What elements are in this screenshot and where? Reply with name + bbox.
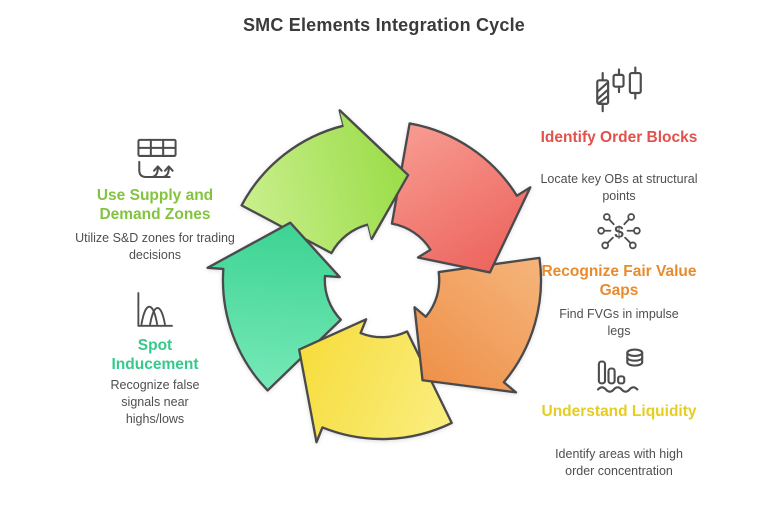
recognize-fair-value-gaps-description: Find FVGs in impulse legs bbox=[559, 307, 679, 338]
understand-liquidity-heading: Understand Liquidity bbox=[541, 403, 697, 420]
cycle-arrow-identify-order-blocks bbox=[390, 122, 532, 274]
use-supply-demand-zones-description: Utilize S&D zones for trading decisions bbox=[75, 231, 235, 262]
use-supply-demand-zones-heading: Use Supply and Demand Zones bbox=[96, 187, 214, 223]
recognize-fair-value-gaps-heading: Recognize Fair Value Gaps bbox=[541, 263, 697, 299]
cycle-arrow-understand-liquidity bbox=[297, 318, 453, 444]
inducement-curve-icon bbox=[129, 286, 179, 336]
cycle-arrowhead-patch-fill bbox=[339, 110, 409, 239]
cycle-arrowhead-patch-outline bbox=[338, 109, 410, 240]
spot-inducement-description: Recognize false signals near highs/lows bbox=[110, 378, 200, 426]
cycle-arrow-recognize-fair-value-gaps bbox=[413, 256, 543, 394]
dollar-network-icon: $ bbox=[593, 208, 645, 260]
understand-liquidity-description: Identify areas with high order concentra… bbox=[555, 447, 683, 478]
svg-text:$: $ bbox=[614, 223, 624, 242]
candlesticks-icon bbox=[590, 64, 648, 122]
liquidity-bars-coins-icon bbox=[591, 344, 647, 400]
identify-order-blocks-description: Locate key OBs at structural points bbox=[540, 172, 698, 203]
supply-demand-grid-icon bbox=[130, 134, 184, 188]
cycle-diagram bbox=[206, 109, 543, 444]
page-title: SMC Elements Integration Cycle bbox=[242, 15, 526, 35]
spot-inducement-heading: Spot Inducement bbox=[111, 337, 199, 373]
identify-order-blocks-heading: Identify Order Blocks bbox=[540, 129, 698, 146]
